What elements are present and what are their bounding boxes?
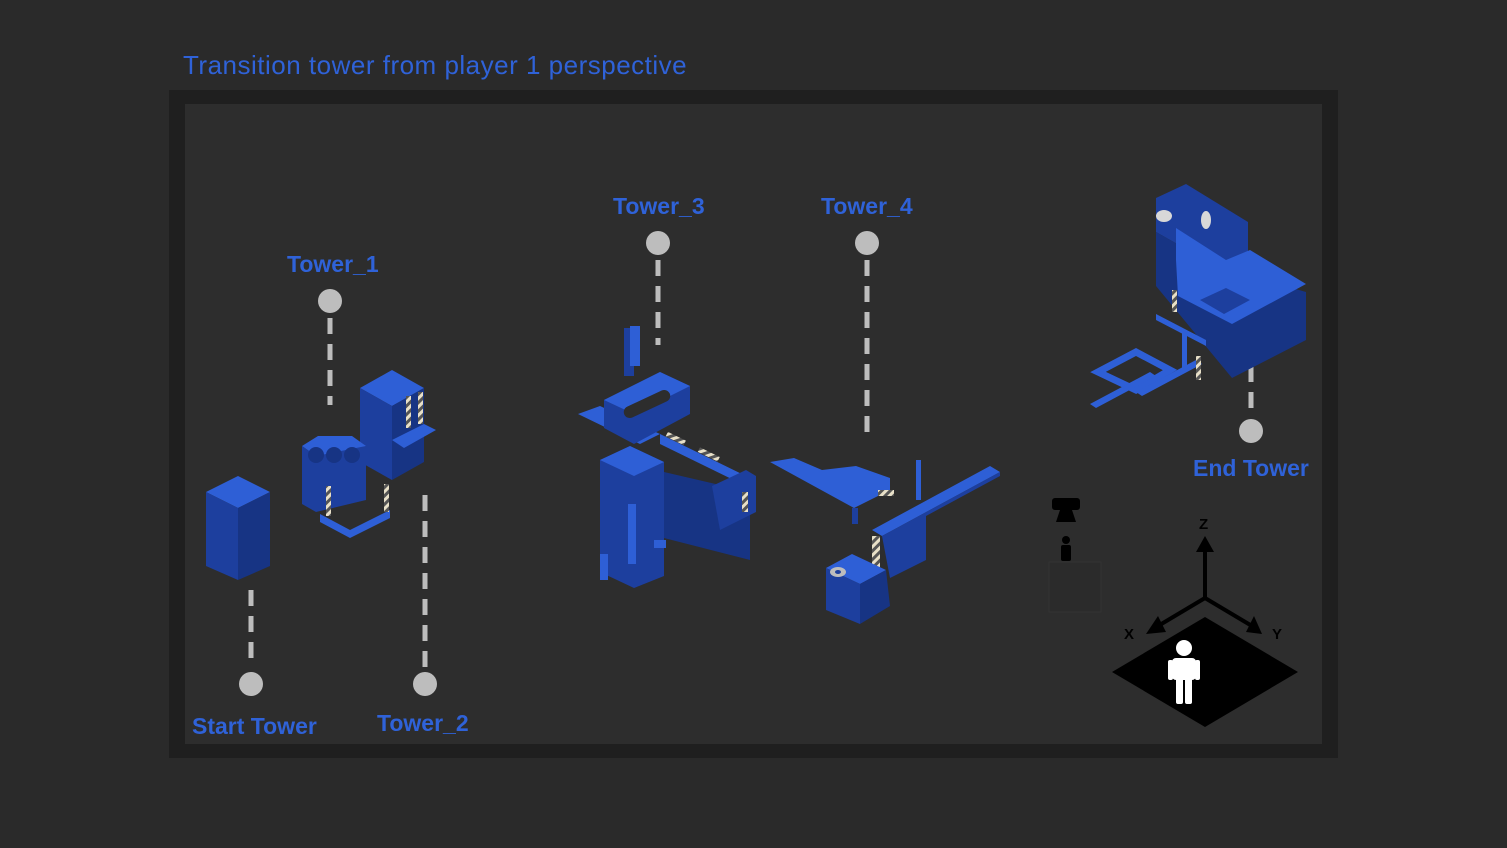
pin-tower2 — [413, 495, 437, 696]
label-tower2: Tower_2 — [377, 710, 469, 736]
pin-tower4 — [855, 231, 879, 440]
label-start-tower: Start Tower — [192, 713, 317, 739]
label-tower1: Tower_1 — [287, 251, 379, 277]
end-tower-model — [1090, 184, 1306, 408]
axis-label-y: Y — [1272, 626, 1283, 643]
label-tower3: Tower_3 — [613, 193, 705, 219]
tower3-model — [578, 326, 756, 588]
tower4-model — [770, 458, 1000, 624]
axis-gizmo — [1112, 536, 1298, 727]
start-tower-model — [206, 476, 270, 580]
page-title: Transition tower from player 1 perspecti… — [183, 50, 688, 80]
pin-tower3 — [646, 231, 670, 345]
axis-label-z: Z — [1199, 516, 1209, 533]
player-scale-icon — [1048, 498, 1102, 613]
label-tower4: Tower_4 — [821, 193, 913, 219]
tower1-model — [302, 370, 436, 538]
axis-label-x: X — [1124, 626, 1135, 643]
label-end-tower: End Tower — [1193, 455, 1309, 481]
pin-tower1 — [318, 289, 342, 405]
pin-end — [1239, 366, 1263, 443]
pin-start — [239, 590, 263, 696]
